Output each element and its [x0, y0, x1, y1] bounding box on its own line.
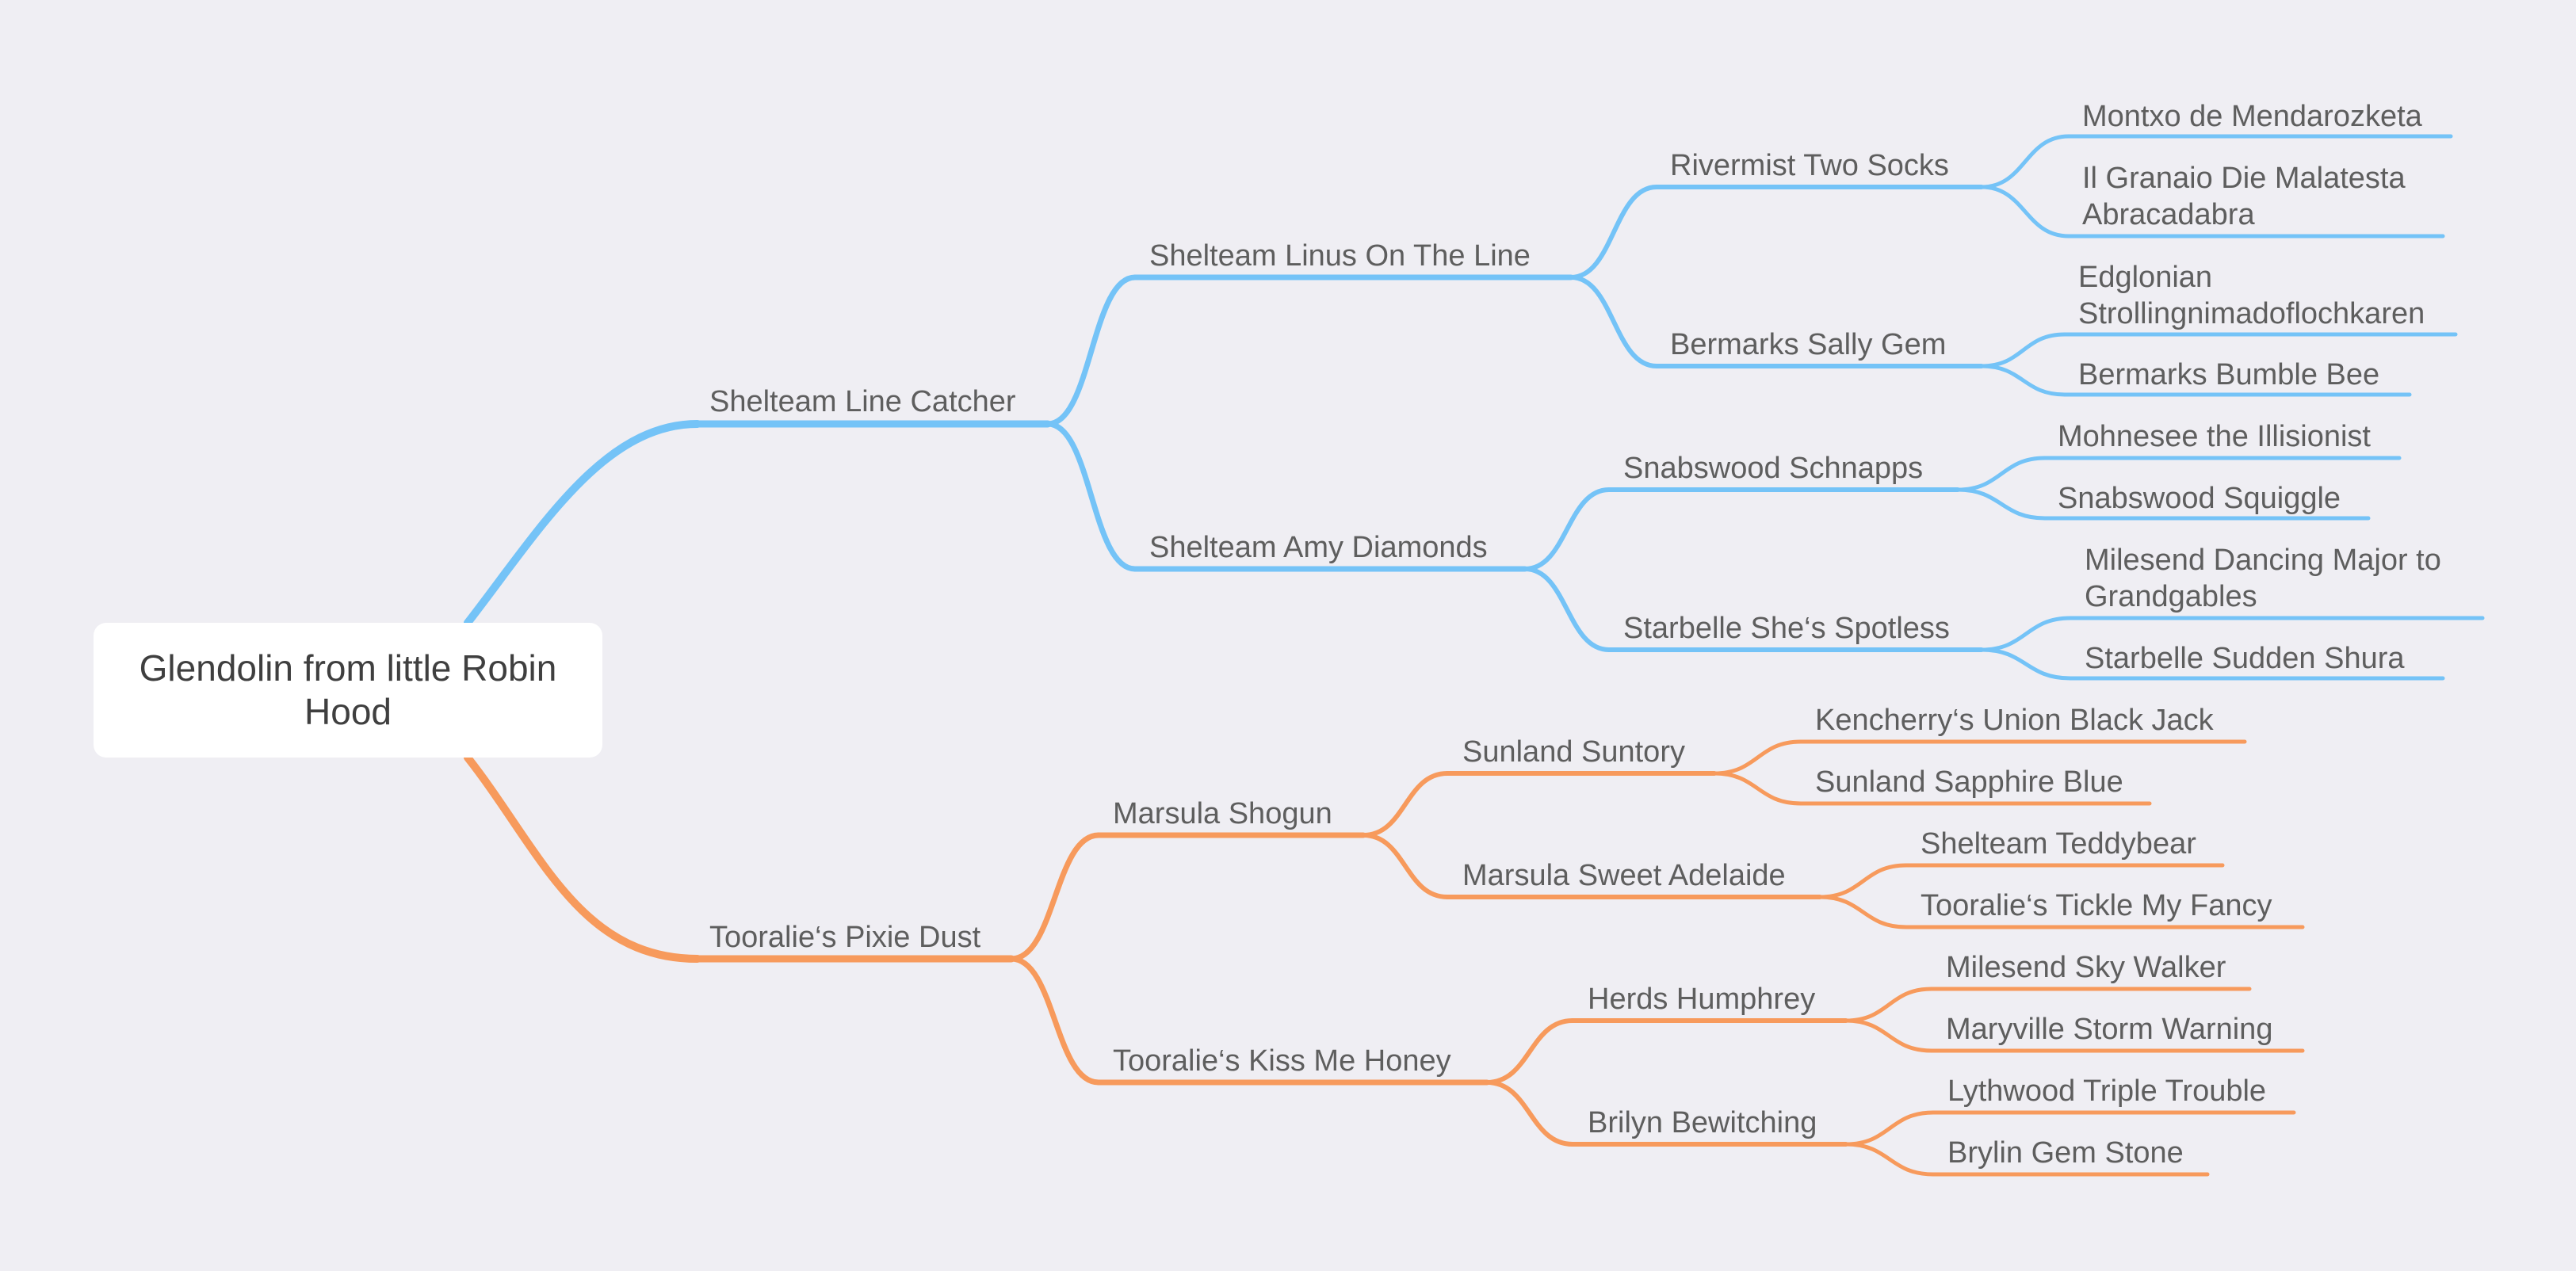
connector-line — [1979, 185, 2071, 239]
connector-line — [1361, 833, 1450, 899]
connector-line — [1844, 1018, 1934, 1053]
subtopic[interactable]: Herds Humphrey — [1588, 983, 1816, 1016]
connector-line — [1569, 275, 1659, 368]
leaf-topic[interactable]: Maryville Storm Warning — [1946, 1013, 2273, 1046]
branch-topic[interactable]: Shelteam Line Catcher — [709, 385, 1016, 418]
connector-line — [1817, 863, 1909, 899]
leaf-topic[interactable]: Mohnesee the Illisionist — [2058, 420, 2371, 453]
leaf-topic[interactable]: Lythwood Triple Trouble — [1947, 1074, 2267, 1108]
connector-line — [1008, 956, 1102, 1086]
subtopic[interactable]: Sunland Suntory — [1462, 735, 1685, 769]
leaf-topic[interactable]: Starbelle Sudden Shura — [2085, 642, 2405, 675]
subtopic[interactable]: Snabswood Schnapps — [1623, 452, 1924, 485]
leaf-topic[interactable]: Shelteam Teddybear — [1921, 827, 2196, 861]
connector-line — [1979, 332, 2067, 368]
connector-line — [1955, 487, 2047, 521]
connector-line — [464, 754, 701, 963]
connector-line — [1523, 487, 1611, 571]
connector-line — [1485, 1018, 1575, 1085]
connector-line — [1485, 1080, 1575, 1147]
connector-line — [1361, 771, 1450, 838]
leaf-topic[interactable]: Milesend Sky Walker — [1946, 951, 2226, 984]
leaf-topic[interactable]: Edglonian Strollingnimadoflochkaren — [2078, 261, 2425, 330]
subtopic[interactable]: Rivermist Two Socks — [1670, 149, 1949, 182]
leaf-topic[interactable]: Milesend Dancing Major to Grandgables — [2085, 544, 2441, 613]
connector-line — [1712, 771, 1803, 806]
leaf-topic[interactable]: Brylin Gem Stone — [1947, 1136, 2184, 1170]
connector-line — [1712, 739, 1803, 776]
subtopic[interactable]: Bermarks Sally Gem — [1670, 328, 1947, 361]
connector-line — [1045, 274, 1138, 427]
subtopic[interactable]: Shelteam Amy Diamonds — [1149, 531, 1488, 564]
connector-line — [1523, 567, 1611, 652]
subtopic[interactable]: Marsula Sweet Adelaide — [1462, 859, 1786, 892]
leaf-topic[interactable]: Il Granaio Die Malatesta Abracadabra — [2082, 162, 2406, 231]
subtopic[interactable]: Marsula Shogun — [1113, 797, 1332, 830]
leaf-topic[interactable]: Kencherry‘s Union Black Jack — [1815, 704, 2214, 737]
leaf-topic[interactable]: Sunland Sapphire Blue — [1815, 765, 2123, 799]
leaf-topic[interactable]: Bermarks Bumble Bee — [2078, 358, 2380, 391]
subtopic[interactable]: Tooralie‘s Kiss Me Honey — [1113, 1044, 1451, 1078]
connector-line — [1844, 987, 1934, 1023]
connector-line — [1844, 1110, 1936, 1147]
subtopic[interactable]: Starbelle She‘s Spotless — [1623, 612, 1950, 645]
leaf-topic[interactable]: Montxo de Mendarozketa — [2082, 100, 2422, 133]
connector-line — [1045, 421, 1138, 572]
connector-line — [1817, 895, 1909, 929]
connector-line — [1955, 456, 2047, 492]
branch-topic[interactable]: Tooralie‘s Pixie Dust — [709, 921, 981, 954]
central-topic[interactable]: Glendolin from little Robin Hood — [94, 623, 602, 758]
connector-line — [1979, 647, 2073, 681]
connector-line — [1008, 832, 1102, 962]
connector-line — [464, 420, 701, 627]
connector-line — [1979, 134, 2071, 189]
leaf-topic[interactable]: Tooralie‘s Tickle My Fancy — [1921, 889, 2272, 922]
subtopic[interactable]: Brilyn Bewitching — [1588, 1106, 1817, 1139]
connector-line — [1569, 185, 1659, 280]
leaf-topic[interactable]: Snabswood Squiggle — [2058, 482, 2341, 515]
connector-line — [1979, 364, 2067, 397]
connector-line — [1979, 616, 2073, 652]
connector-line — [1844, 1142, 1936, 1177]
subtopic[interactable]: Shelteam Linus On The Line — [1149, 239, 1531, 273]
